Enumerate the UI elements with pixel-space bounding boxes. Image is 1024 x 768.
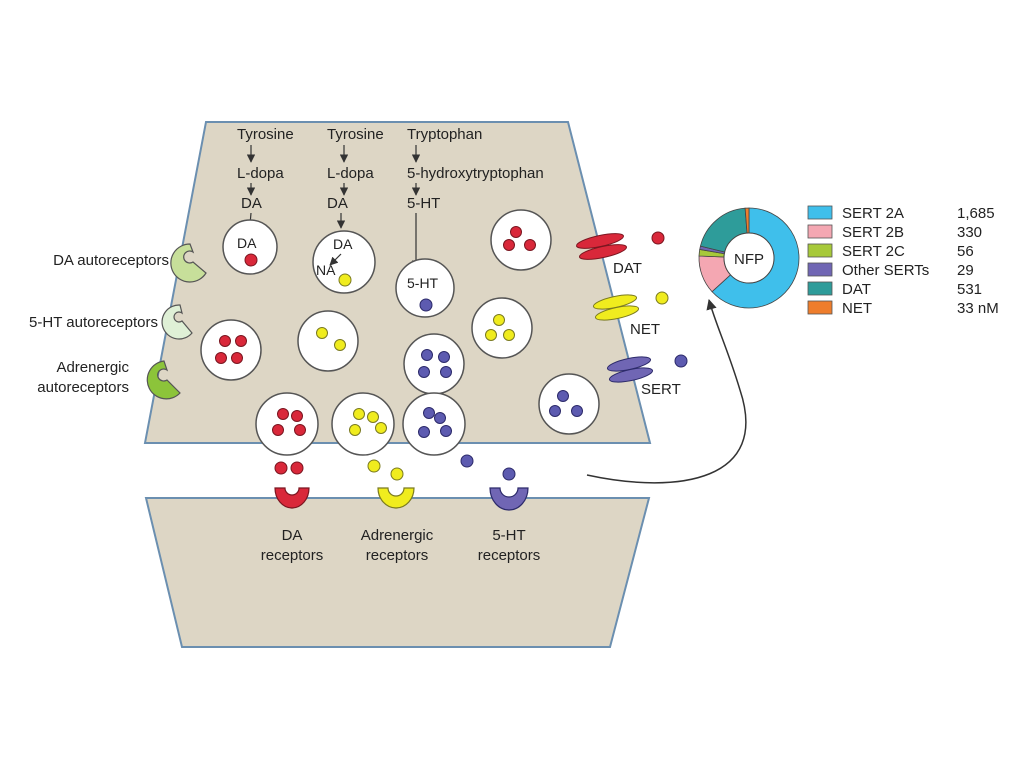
adrenergic-autoreceptor-icon <box>146 360 181 400</box>
serotonin-molecule <box>460 454 474 468</box>
pathway-col2-ldopa: L-dopa <box>327 165 374 182</box>
dopamine-molecule <box>274 461 288 475</box>
serotonin-molecule <box>674 354 688 368</box>
donut-chart <box>698 207 800 309</box>
vesicle-serotonin <box>403 333 465 395</box>
5ht-autoreceptors-label: 5-HT autoreceptors <box>29 314 158 331</box>
vesicle-da-upper-label: DA <box>333 236 353 252</box>
vesicle-dopamine <box>490 209 552 271</box>
legend-swatch-other-serts <box>807 262 833 277</box>
pathway-col1-ldopa: L-dopa <box>237 165 284 182</box>
pathway-col3-5htp: 5-hydroxytryptophan <box>407 165 544 182</box>
vesicle-da-synthesis: DA <box>222 219 278 275</box>
vesicle-na-label: NA <box>316 262 336 278</box>
vesicle-noradrenaline <box>471 297 533 359</box>
legend-swatch-dat <box>807 281 833 296</box>
dopamine-molecule <box>290 461 304 475</box>
legend-label-sert-2b: SERT 2B <box>842 224 904 241</box>
legend-label-sert-2a: SERT 2A <box>842 205 904 222</box>
adrenergic-receptors-label-line1: Adrenergic <box>361 527 434 544</box>
pathway-col1-da: DA <box>241 195 262 212</box>
legend-value-sert-2a: 1,685 <box>957 205 995 222</box>
vesicle-da-label: DA <box>237 235 257 251</box>
vesicle-da-na-synthesis: DA NA <box>312 230 376 294</box>
adrenergic-autoreceptors-label-line2: autoreceptors <box>37 379 129 396</box>
adrenergic-receptor-icon <box>377 487 415 509</box>
noradrenaline-molecule <box>367 459 381 473</box>
vesicle-noradrenaline-docked <box>331 392 395 456</box>
noradrenaline-molecule <box>655 291 669 305</box>
donut-center <box>723 232 775 284</box>
net-label: NET <box>630 321 660 338</box>
postsynaptic-membrane <box>144 497 651 648</box>
pathway-col2-tyrosine: Tyrosine <box>327 126 384 143</box>
legend-swatch-sert-2c <box>807 243 833 258</box>
5ht-receptors-label-line2: receptors <box>478 547 541 564</box>
vesicle-5ht-synthesis: 5-HT <box>395 258 455 318</box>
adrenergic-autoreceptors-label-line1: Adrenergic <box>56 359 129 376</box>
net-transporter-icon <box>592 294 640 321</box>
5ht-autoreceptor-icon <box>161 304 193 340</box>
legend-swatch-net <box>807 300 833 315</box>
5ht-receptor-icon <box>489 487 529 511</box>
pathway-col2-da: DA <box>327 195 348 212</box>
da-autoreceptors-label: DA autoreceptors <box>53 252 169 269</box>
legend-value-dat: 531 <box>957 281 982 298</box>
donut-legend: SERT 2A 1,685 SERT 2B 330 SERT 2C 56 Oth… <box>807 205 999 317</box>
dat-transporter-icon <box>575 233 628 260</box>
serotonin-molecule <box>502 467 516 481</box>
legend-value-other-serts: 29 <box>957 262 974 279</box>
vesicle-dopamine-docked <box>255 392 319 456</box>
legend-value-sert-2b: 330 <box>957 224 982 241</box>
legend-label-dat: DAT <box>842 281 871 298</box>
adrenergic-receptors-label-line2: receptors <box>366 547 429 564</box>
legend-swatch-sert-2a <box>807 205 833 220</box>
da-receptor-icon <box>274 487 310 509</box>
legend-swatch-sert-2b <box>807 224 833 239</box>
sert-label: SERT <box>641 381 681 398</box>
legend-label-net: NET <box>842 300 872 317</box>
vesicle-noradrenaline <box>297 310 359 372</box>
vesicle-5ht-label: 5-HT <box>407 275 439 291</box>
vesicle-serotonin-docked <box>402 392 466 456</box>
dat-label: DAT <box>613 260 642 277</box>
legend-value-sert-2c: 56 <box>957 243 974 260</box>
da-receptors-label-line2: receptors <box>261 547 324 564</box>
da-receptors-label-line1: DA <box>282 527 303 544</box>
pathway-col1-tyrosine: Tyrosine <box>237 126 294 143</box>
pathway-col3-tryptophan: Tryptophan <box>407 126 482 143</box>
curved-arrow <box>586 298 747 484</box>
pathway-col3-5ht: 5-HT <box>407 195 440 212</box>
legend-label-sert-2c: SERT 2C <box>842 243 905 260</box>
legend-label-other-serts: Other SERTs <box>842 262 929 279</box>
vesicle-dopamine <box>200 319 262 381</box>
legend-value-net: 33 nM <box>957 300 999 317</box>
da-autoreceptor-icon <box>170 243 207 283</box>
noradrenaline-molecule <box>390 467 404 481</box>
sert-transporter-icon <box>606 356 654 383</box>
dopamine-molecule <box>651 231 665 245</box>
5ht-receptors-label-line1: 5-HT <box>492 527 525 544</box>
vesicle-serotonin <box>538 373 600 435</box>
donut-center-label: NFP <box>734 251 764 268</box>
